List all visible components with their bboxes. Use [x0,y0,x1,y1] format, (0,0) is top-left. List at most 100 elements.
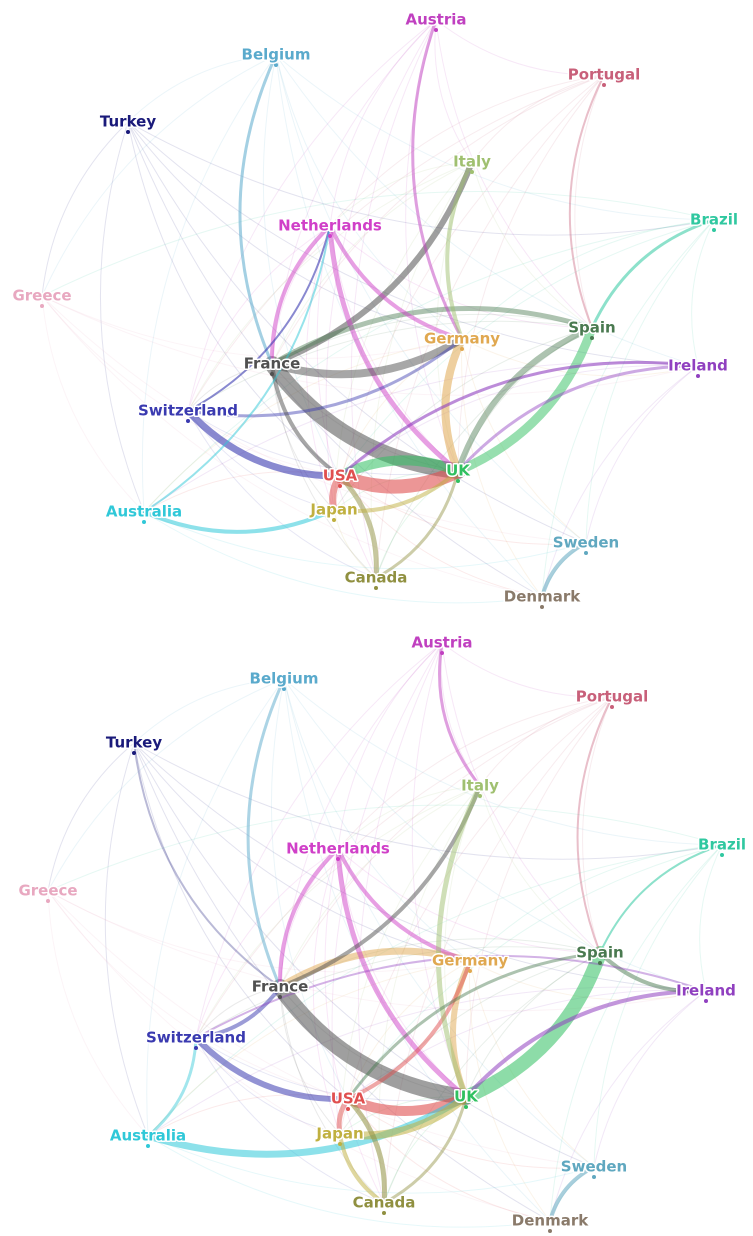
edge-portugal-spain [576,696,613,954]
faint-edge [325,19,437,511]
edge-switzerland-netherlands [187,225,331,412]
edge-switzerland-usa [184,407,344,480]
edge-japan-uk [336,1093,470,1140]
faint-edge [585,365,699,544]
faint-edge [143,338,463,513]
faint-edge [691,219,715,367]
faint-edge [469,960,551,1222]
node-label-germany: Germany [432,952,508,970]
faint-edge [593,844,723,1168]
faint-edge [699,844,723,992]
edge-canada-usa [345,1096,388,1206]
faint-edge [279,986,341,1135]
node-label-uk: UK [454,1088,479,1106]
node-label-brazil: Brazil [698,836,746,854]
edge-austria-germany [411,18,464,341]
faint-edge [127,121,463,340]
edge-italy-germany [445,160,474,341]
faint-edge [333,161,473,511]
faint-edge [127,121,699,367]
faint-edge [143,511,587,570]
faint-edge [47,678,285,892]
faint-edge [383,952,601,1204]
node-dot [132,751,136,755]
faint-edge [329,19,437,227]
faint-edge [461,219,715,340]
faint-edge [195,696,613,1039]
faint-edge [329,161,473,227]
faint-edge [271,363,377,579]
faint-edge [146,678,285,1137]
edge-netherlands-uk [335,846,469,1100]
faint-edge [187,19,437,412]
node-dot [186,419,190,423]
faint-edge [41,295,145,513]
node-dot [270,372,274,376]
faint-edge [41,295,543,598]
label-layer-top: AustriaBelgiumPortugalTurkeyItalyBrazilN… [11,9,739,609]
faint-edge [187,320,593,412]
faint-edge [47,742,135,892]
node-dot [126,130,130,134]
network-panel-bottom: AustriaBelgiumPortugalTurkeyItalyBrazilN… [17,632,747,1233]
edge-netherlands-germany [336,847,472,963]
edge-spain-france [269,306,595,367]
faint-edge [187,74,605,412]
faint-edge [133,742,595,1168]
faint-edge [41,191,715,297]
node-dot [336,857,340,861]
faint-edge [195,986,281,1039]
node-dot [328,234,332,238]
faint-edge [127,121,715,236]
node-label-denmark: Denmark [504,588,581,606]
node-label-uk: UK [446,462,471,480]
faint-edge [279,986,385,1204]
edge-japan-canada [338,1132,386,1205]
faint-edge [141,54,277,513]
faint-edge [457,327,593,472]
faint-edge [347,1098,595,1169]
faint-edge [541,219,715,598]
faint-edge [339,475,587,545]
faint-edge [582,696,613,954]
faint-edge [461,338,699,377]
faint-edge [329,74,605,227]
faint-edge [411,642,467,1098]
node-dot [274,63,278,67]
node-label-italy: Italy [453,153,491,171]
faint-edge [147,986,707,1137]
faint-edge [41,54,277,297]
faint-edge [133,742,349,1100]
edge-brazil-spain [599,844,723,954]
faint-edge [47,890,349,1100]
faint-edge [133,742,723,860]
faint-edge [147,1135,595,1194]
node-label-australia: Australia [106,503,182,521]
faint-edge [271,74,605,365]
faint-edge [187,161,473,412]
edge-uk-spain [459,946,607,1104]
faint-edge [195,848,339,1039]
node-label-germany: Germany [424,330,500,348]
faint-edge [435,19,593,329]
faint-edge [337,848,601,954]
faint-edge [541,365,699,598]
node-label-france: France [244,355,301,373]
node-label-switzerland: Switzerland [146,1029,246,1047]
node-label-portugal: Portugal [568,66,641,84]
node-label-turkey: Turkey [106,734,162,752]
edge-belgium-france [246,677,286,989]
network-panel-top: AustriaBelgiumPortugalTurkeyItalyBrazilN… [11,9,739,609]
edge-ireland-usa [338,360,700,478]
faint-edge [127,121,341,477]
edge-australia-switzerland [146,1036,198,1138]
node-dot [40,304,44,308]
node-dot [590,336,594,340]
node-dot [346,1107,350,1111]
faint-edge [275,54,699,367]
edge-netherlands-uk [327,223,461,474]
faint-edge [574,74,605,329]
faint-edge [469,844,723,962]
node-dot [46,899,50,903]
